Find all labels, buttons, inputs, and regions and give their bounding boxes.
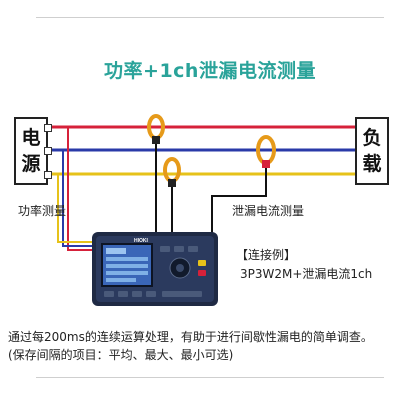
device-brand: HIOKI — [134, 238, 149, 244]
diagram-title: 功率+1ch泄漏电流测量 — [104, 60, 316, 82]
leakage-measurement-label: 泄漏电流测量 — [232, 204, 305, 218]
power-measurement-label: 功率测量 — [18, 204, 67, 218]
load-char-1: 负 — [362, 127, 382, 149]
description-line-1: 通过每200ms的连续运算处理，有助于进行间歇性漏电的简单调查。 — [8, 330, 373, 344]
lead-red — [48, 126, 92, 251]
leak-clamp-lead — [211, 162, 267, 234]
example-heading: 【连接例】 — [236, 248, 297, 262]
description-line-2: (保存间隔的项目：平均、最大、最小可选) — [8, 348, 234, 362]
top-divider — [36, 17, 384, 18]
clamp-sensor-2 — [163, 157, 181, 187]
load-char-2: 载 — [362, 153, 382, 175]
power-source-box: 电 源 — [14, 117, 48, 185]
leakage-clamp-sensor — [256, 135, 276, 168]
example-config: 3P3W2M+泄漏电流1ch — [240, 267, 373, 281]
lead-yellow — [48, 173, 92, 243]
source-char-2: 源 — [21, 153, 41, 175]
bottom-divider — [36, 377, 384, 378]
source-char-1: 电 — [21, 127, 41, 149]
power-logger-device — [92, 232, 218, 306]
load-box: 负 载 — [355, 117, 389, 185]
lead-blue — [48, 149, 92, 247]
clamp-sensor-1 — [147, 114, 165, 144]
